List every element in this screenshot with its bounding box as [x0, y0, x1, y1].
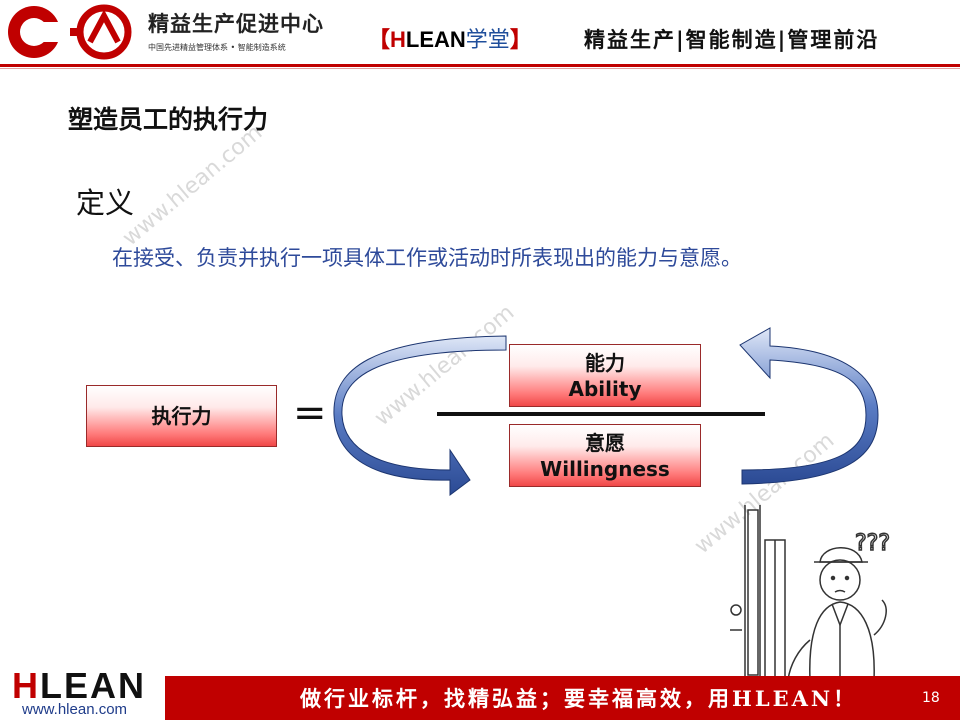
ability-cn: 能力: [585, 351, 625, 375]
brand-lean: LEAN: [405, 27, 466, 52]
logo-title: 精益生产促进中心: [148, 12, 324, 36]
page-number: 18: [922, 690, 940, 706]
company-logo-icon: [8, 4, 132, 60]
bracket-close: 】: [509, 27, 532, 52]
logo-text: 精益生产促进中心 中国先进精益管理体系 • 智能制造系统: [148, 8, 324, 53]
footer-logo-h: H: [12, 665, 40, 706]
logo-subtitle: 中国先进精益管理体系 • 智能制造系统: [148, 43, 286, 52]
willingness-box: 意愿 Willingness: [509, 424, 701, 487]
slide-title: 塑造员工的执行力: [68, 105, 269, 134]
willingness-en: Willingness: [540, 457, 670, 481]
header-divider-thin: [0, 68, 960, 69]
bracket-open: 【: [368, 27, 391, 52]
header-divider: [0, 64, 960, 67]
ability-box: 能力 Ability: [509, 344, 701, 407]
footer-logo-lean: LEAN: [40, 665, 146, 706]
header-tagline: 精益生产|智能制造|管理前沿: [584, 28, 880, 52]
footer-logo: HLEAN: [12, 668, 146, 704]
footer-bar: [165, 676, 960, 720]
cycle-arrows-icon: [333, 327, 879, 496]
brand-h: H: [390, 27, 406, 52]
equals-sign: =: [293, 390, 327, 436]
brand-xuetang: 学堂: [465, 27, 510, 52]
definition-label: 定义: [76, 186, 135, 220]
footer-slogan: 做行业标杆，找精弘益；要幸福高效，用HLEAN！: [300, 686, 858, 711]
hlean-academy-title: 【HLEAN学堂】: [368, 22, 532, 54]
confused-worker-illustration-icon: ???: [730, 505, 891, 680]
svg-text:???: ???: [855, 531, 890, 556]
fraction-line: [437, 412, 765, 416]
watermark: www.hlean.com: [118, 120, 268, 252]
footer-url: www.hlean.com: [22, 701, 128, 718]
willingness-cn: 意愿: [585, 431, 625, 455]
execution-box: 执行力: [86, 385, 277, 447]
ability-en: Ability: [568, 377, 642, 401]
definition-text: 在接受、负责并执行一项具体工作或活动时所表现出的能力与意愿。: [112, 246, 742, 270]
